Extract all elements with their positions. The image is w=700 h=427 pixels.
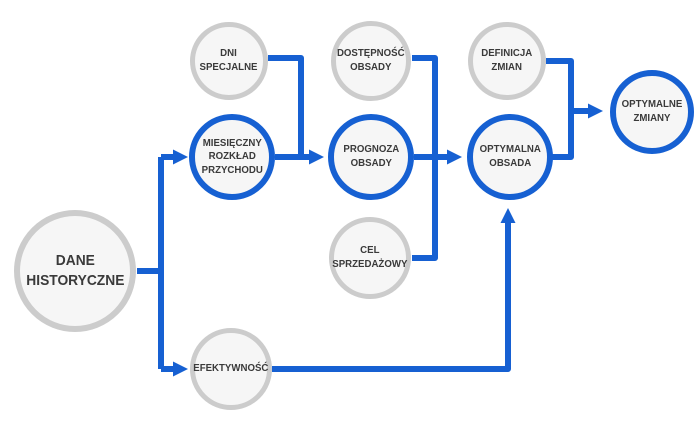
node-zmiany-label: OPTYMALNE ZMIANY xyxy=(621,98,683,124)
node-efektywnosc-label: EFEKTYWNOŚĆ xyxy=(193,362,269,375)
node-definicja-label: DEFINICJA ZMIAN xyxy=(481,47,533,73)
node-prognoza-label: PROGNOZA OBSADY xyxy=(343,143,399,169)
node-optymalna-label: OPTYMALNA OBSADA xyxy=(479,143,541,169)
connector-dni-elbow xyxy=(268,55,304,157)
connector-efektywnosc-line xyxy=(272,208,516,372)
node-dane-historyczne-label: DANE HISTORYCZNE xyxy=(25,251,125,289)
node-cel-sprzedazowy: CEL SPRZEDAŻOWY xyxy=(329,217,411,299)
node-dostepnosc-label: DOSTĘPNOŚĆ OBSADY xyxy=(337,47,405,73)
node-dni-specjalne-label: DNI SPECJALNE xyxy=(200,47,258,73)
connector-dostepnosc-elbow xyxy=(412,55,438,157)
node-optymalna-obsada: OPTYMALNA OBSADA xyxy=(467,114,553,200)
node-definicja-zmian: DEFINICJA ZMIAN xyxy=(468,22,546,100)
node-dni-specjalne: DNI SPECJALNE xyxy=(190,22,268,100)
node-cel-label: CEL SPRZEDAŻOWY xyxy=(332,244,408,270)
node-efektywnosc: EFEKTYWNOŚĆ xyxy=(190,328,272,410)
node-optymalne-zmiany: OPTYMALNE ZMIANY xyxy=(610,70,694,154)
node-dane-historyczne: DANE HISTORYCZNE xyxy=(14,210,136,332)
node-dostepnosc-obsady: DOSTĘPNOŚĆ OBSADY xyxy=(331,21,411,101)
node-miesieczny-rozklad-przychodu: MIESIĘCZNY ROZKŁAD PRZYCHODU xyxy=(189,114,275,200)
node-prognoza-obsady: PROGNOZA OBSADY xyxy=(328,114,414,200)
node-miesieczny-label: MIESIĘCZNY ROZKŁAD PRZYCHODU xyxy=(201,136,263,176)
connector-cel-elbow xyxy=(412,157,438,261)
